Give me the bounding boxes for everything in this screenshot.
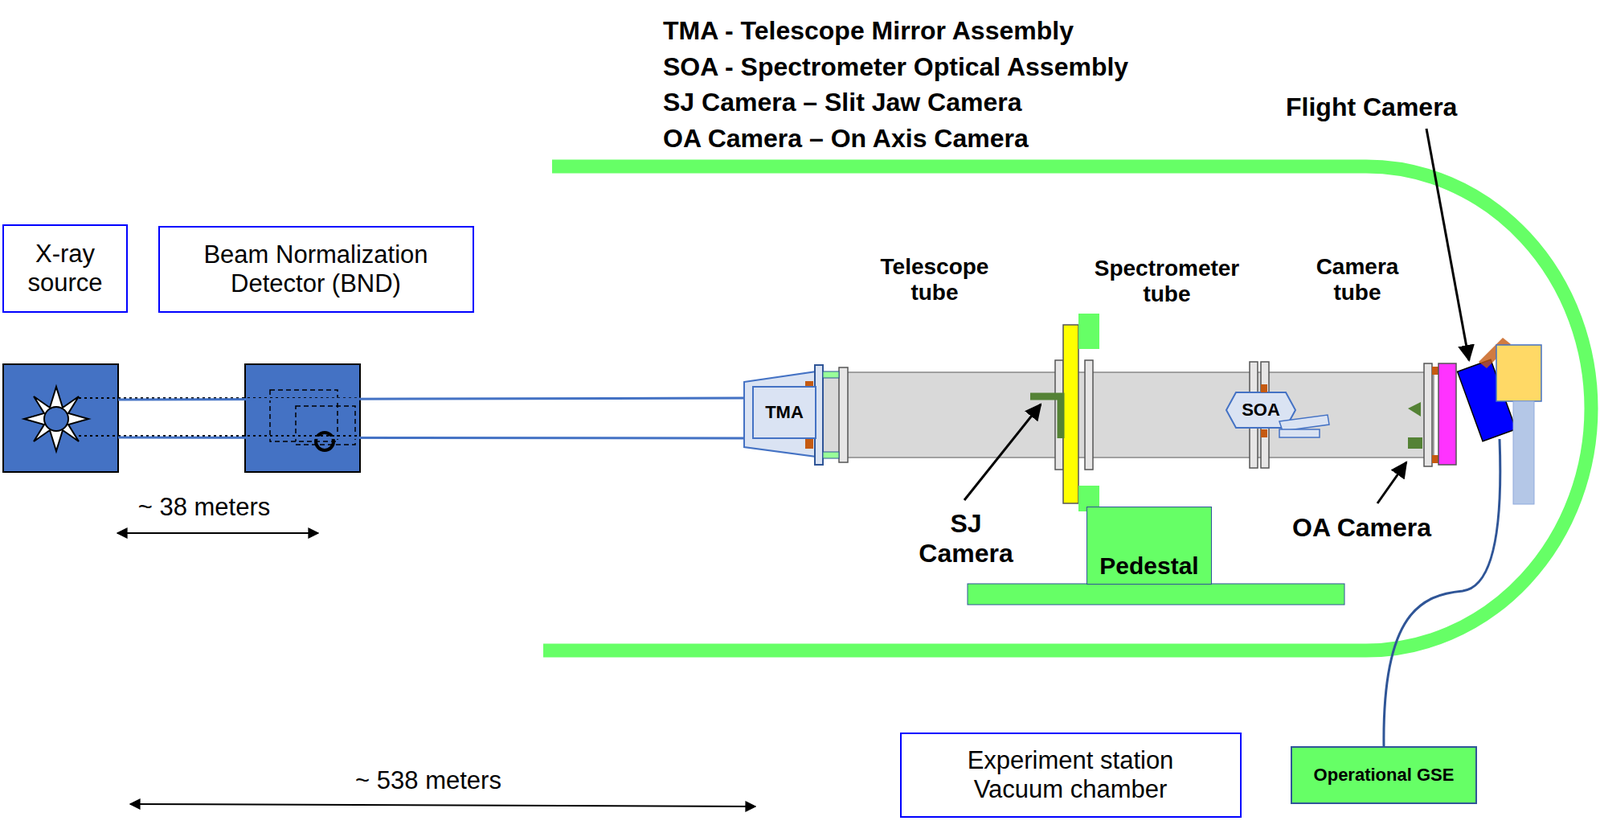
node-text: Pedestal bbox=[1099, 552, 1199, 581]
mirror-assembly: TMA bbox=[752, 385, 817, 439]
annotation-label: Spectrometer tube bbox=[1082, 255, 1252, 307]
annotation-label: SOA - Spectrometer Optical Assembly bbox=[662, 52, 1129, 82]
pedestal: Pedestal bbox=[1086, 506, 1212, 585]
annotation-label: ~ 538 meters bbox=[323, 765, 533, 795]
node-text: TMA bbox=[765, 401, 804, 422]
station-label-box: Experiment station Vacuum chamber bbox=[900, 732, 1242, 818]
node-text: X-ray source bbox=[8, 239, 122, 297]
gse-box: Operational GSE bbox=[1290, 745, 1478, 804]
node-text: Experiment station Vacuum chamber bbox=[937, 745, 1204, 803]
detector-label-box: Beam Normalization Detector (BND) bbox=[158, 225, 475, 313]
annotation-label: OA Camera bbox=[1292, 512, 1432, 543]
annotation-label: SJ Camera – Slit Jaw Camera bbox=[662, 87, 1022, 118]
source-label-box: X-ray source bbox=[2, 224, 128, 313]
annotation-label: Flight Camera bbox=[1285, 92, 1457, 123]
spectrometer-assembly: SOA bbox=[1231, 393, 1291, 426]
annotation-label: Camera tube bbox=[1303, 253, 1412, 306]
node-text: Beam Normalization Detector (BND) bbox=[171, 240, 461, 298]
annotation-label: SJ Camera bbox=[905, 508, 1027, 569]
annotation-label: TMA - Telescope Mirror Assembly bbox=[662, 16, 1074, 46]
annotation-label: ~ 38 meters bbox=[107, 492, 301, 522]
node-text: SOA bbox=[1241, 399, 1281, 420]
node-text: Operational GSE bbox=[1313, 764, 1455, 785]
annotation-label: Telescope tube bbox=[864, 253, 1006, 306]
annotation-label: OA Camera – On Axis Camera bbox=[662, 123, 1029, 154]
